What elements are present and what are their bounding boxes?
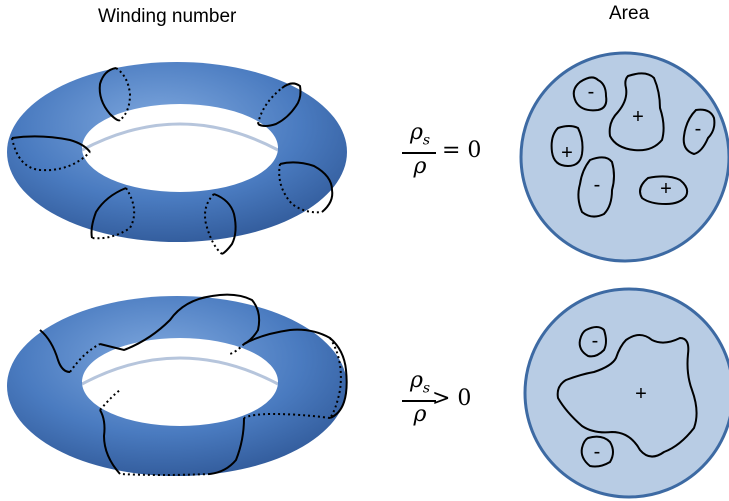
- formula-bottom: ρs ρ > 0: [400, 366, 490, 436]
- top-region-1: [572, 76, 608, 112]
- sign-top-5: -: [593, 174, 601, 196]
- winding-number-heading: Winding number: [98, 6, 237, 27]
- top-region-2: [608, 72, 665, 152]
- sign-bottom-3: -: [593, 441, 601, 463]
- formula-bottom-numerator: ρ: [409, 368, 423, 393]
- sign-bottom-2: +: [635, 383, 647, 405]
- bottom-disc-circle: [523, 287, 729, 499]
- bottom-region-2: [556, 334, 698, 458]
- top-region-4: [550, 125, 584, 168]
- top-torus: [7, 62, 347, 255]
- formula-top-numerator-sub: s: [422, 132, 431, 149]
- formula-top-fraction: ρs ρ: [400, 118, 440, 188]
- bottom-loop-solid-4: [209, 417, 245, 475]
- formula-top-relation: = 0: [442, 138, 482, 163]
- sign-top-3: -: [694, 118, 702, 140]
- top-region-6: [639, 175, 689, 206]
- top-disc-circle: [519, 51, 729, 263]
- bottom-loop-solid-3: [243, 328, 348, 419]
- top-area-disc: [519, 51, 729, 263]
- top-region-5: [577, 156, 615, 218]
- loop-1-solid: [98, 67, 121, 122]
- formula-top-numerator: ρ: [409, 120, 423, 145]
- sign-top-1: -: [587, 81, 595, 103]
- formula-bottom-numerator-sub: s: [422, 380, 431, 397]
- bottom-torus-loops: [39, 293, 348, 476]
- bottom-region-3: [580, 435, 614, 468]
- loop-6-solid: [213, 193, 237, 255]
- area-heading: Area: [609, 3, 650, 24]
- bottom-torus-hole: [82, 338, 278, 426]
- loop-2-solid: [257, 82, 302, 127]
- top-region-3: [682, 108, 716, 156]
- bottom-loop-solid-2: [99, 293, 261, 352]
- sign-top-6: +: [660, 178, 672, 200]
- formula-bottom-denominator: ρ: [413, 402, 427, 427]
- formula-bottom-fraction: ρs ρ: [400, 366, 440, 436]
- top-torus-loops: [11, 67, 334, 255]
- bottom-area-disc: [523, 287, 729, 499]
- formula-top-fraction-bar: [402, 152, 436, 154]
- sign-bottom-1: -: [591, 330, 599, 352]
- loop-5-solid: [90, 187, 127, 239]
- bottom-loop-solid-5: [99, 409, 121, 475]
- loop-3-solid: [11, 135, 91, 153]
- formula-bottom-relation: > 0: [432, 386, 472, 411]
- sign-top-4: +: [561, 142, 573, 164]
- formula-bottom-fraction-bar: [402, 400, 436, 402]
- top-torus-hole: [82, 104, 278, 192]
- bottom-torus: [7, 293, 348, 476]
- formula-top: ρs ρ = 0: [400, 118, 490, 188]
- formula-top-denominator: ρ: [413, 154, 427, 179]
- bottom-region-1: [578, 326, 607, 358]
- loop-4-solid: [279, 161, 334, 213]
- sign-top-2: +: [632, 106, 644, 128]
- bottom-loop-solid-1: [39, 329, 71, 373]
